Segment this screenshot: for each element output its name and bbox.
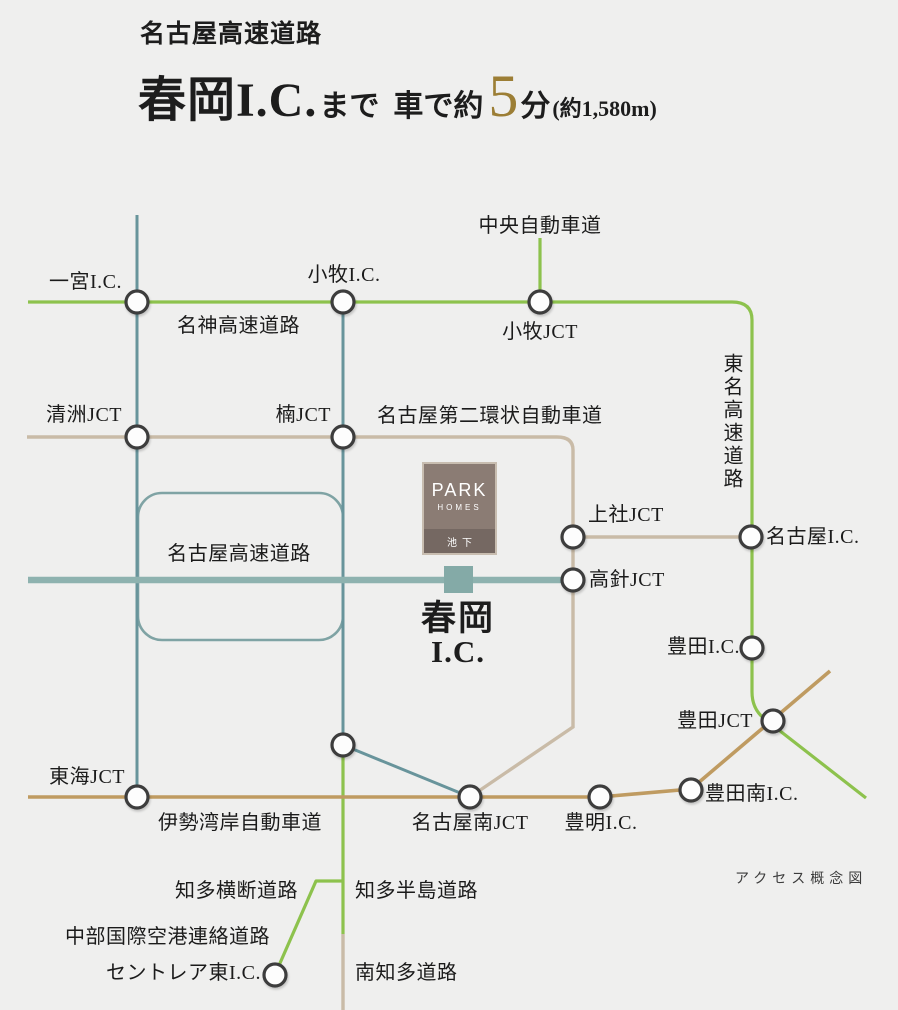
node-centrair-higashi-ic (262, 962, 288, 988)
label-tomei-expwy: 東名高速道路 (720, 353, 742, 491)
logo-location-text: 池下 (424, 529, 495, 553)
header-title-minutes: 5 (488, 63, 519, 129)
node-kusunoki-jct (330, 424, 356, 450)
label-kusunoki-jct: 楠JCT (275, 404, 331, 426)
node-tokai-jct (124, 784, 150, 810)
node-toyota-jct (760, 708, 786, 734)
label-chubu-airport: 中部国際空港連絡道路 (65, 926, 270, 948)
header-title-min-unit: 分 (520, 90, 551, 123)
header-subtitle: 名古屋高速道路 (140, 21, 323, 48)
header-title-car: 車で約 (393, 90, 484, 123)
node-odaka-ic (330, 732, 356, 758)
label-chita-odan: 知多横断道路 (175, 880, 298, 902)
airport-connector-road-line (275, 879, 343, 971)
label-kiyosu-jct: 清洲JCT (46, 404, 122, 426)
nagoya-expressway-ring (136, 491, 345, 642)
haruoka-ic-line1: 春岡 (420, 599, 496, 638)
label-isewangan-expwy: 伊勢湾岸自動車道 (158, 812, 322, 834)
label-toyota-ic: 豊田I.C. (667, 636, 740, 658)
label-nagoya-ic: 名古屋I.C. (766, 526, 860, 548)
logo-sub-text: HOMES (437, 503, 482, 512)
label-chita-hanto: 知多半島道路 (355, 880, 478, 902)
label-minami-chita: 南知多道路 (355, 962, 458, 984)
label-toyota-minami-ic: 豊田南I.C. (705, 783, 799, 805)
node-kiyosu-jct (124, 424, 150, 450)
logo-brand-text: PARK (431, 480, 488, 500)
nagoya-daini-kanjo-line (27, 435, 575, 799)
header-title-made: まで (319, 90, 380, 123)
label-komaki-jct: 小牧JCT (502, 321, 578, 343)
label-chuo-expwy: 中央自動車道 (478, 215, 602, 237)
label-meishin-expwy: 名神高速道路 (177, 315, 300, 337)
node-nagoya-ic (738, 524, 764, 550)
meishin-tomei-expressway-line (28, 300, 867, 800)
label-haruoka-ic: 春岡 I.C. (421, 601, 495, 667)
label-nagoya-daini-kanjo: 名古屋第二環状自動車道 (377, 405, 603, 427)
label-toyota-jct: 豊田JCT (677, 710, 753, 732)
park-homes-logo-top: PARK HOMES (424, 464, 495, 529)
node-kamiyashiro-jct (560, 524, 586, 550)
label-toyoake-ic: 豊明I.C. (564, 812, 638, 834)
header-title-row: 春岡I.C. まで 車で約 5 分 (約1,580m) (138, 60, 657, 130)
node-takabari-jct (560, 567, 586, 593)
node-toyota-minami-ic (678, 777, 704, 803)
haruoka-ic-marker (444, 566, 473, 593)
label-nagoya-minami-jct: 名古屋南JCT (411, 812, 529, 834)
label-nagoya-kosoku: 名古屋高速道路 (167, 543, 311, 565)
label-tokai-jct: 東海JCT (49, 766, 125, 788)
node-komaki-jct (527, 289, 553, 315)
node-toyota-ic (739, 635, 765, 661)
header-title-ic: 春岡I.C. (138, 74, 318, 127)
label-komaki-ic: 小牧I.C. (307, 264, 381, 286)
label-kamiyashiro-jct: 上社JCT (588, 504, 664, 526)
label-takabari-jct: 高針JCT (589, 569, 665, 591)
node-nagoya-minami-jct (457, 784, 483, 810)
label-centrair-higashi-ic: セントレア東I.C. (106, 962, 261, 984)
teal-line-odaka-diagonal (342, 743, 471, 799)
isewangan-expressway-line (28, 669, 832, 799)
node-ichinomiya-ic (124, 289, 150, 315)
access-note: アクセス概念図 (735, 872, 868, 887)
node-komaki-ic (330, 289, 356, 315)
haruoka-ic-line2: I.C. (431, 634, 485, 669)
header-title-distance: (約1,580m) (552, 96, 657, 121)
label-ichinomiya-ic: 一宮I.C. (49, 271, 122, 293)
park-homes-logo: PARK HOMES 池下 (422, 462, 497, 555)
node-toyoake-ic (587, 784, 613, 810)
